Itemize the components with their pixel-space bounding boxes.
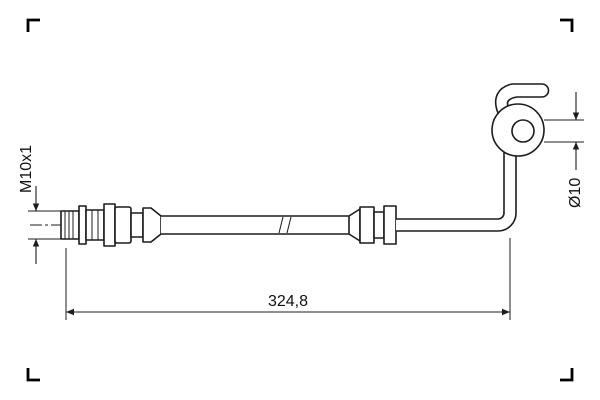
- arrow-right-icon: [502, 308, 510, 316]
- fitting-collar: [103, 203, 116, 247]
- arrow-up-icon: [572, 142, 580, 150]
- arrow-down-icon: [572, 112, 580, 120]
- corner-mark-top-left: [26, 18, 40, 32]
- bore-dimension: Ø10: [544, 92, 584, 208]
- banjo-fitting: [491, 83, 550, 157]
- arrow-down-icon: [32, 203, 40, 211]
- crimp-neck: [130, 212, 144, 238]
- bore-diameter-label: Ø10: [567, 178, 584, 208]
- tube-outer-edge: [396, 152, 517, 232]
- thread-dimension: M10x1: [18, 145, 61, 264]
- thread-size-label: M10x1: [18, 145, 35, 193]
- sleeve-neck: [373, 211, 385, 239]
- metal-tube: [396, 152, 517, 232]
- thread-section: [60, 210, 80, 240]
- corner-marks: [26, 18, 574, 382]
- tube-inner-edge: [396, 152, 505, 220]
- hose-marking: [286, 216, 292, 234]
- hose-body: [161, 215, 349, 235]
- arrow-left-icon: [66, 308, 74, 316]
- corner-mark-bottom-right: [560, 368, 574, 382]
- length-dimension: 324,8: [65, 238, 511, 320]
- hex-body: [85, 209, 105, 241]
- sleeve-collar: [383, 205, 397, 245]
- banjo-bore-circle: [511, 119, 535, 143]
- crimp-hump-1: [114, 206, 132, 244]
- corner-mark-bottom-left: [26, 368, 40, 382]
- right-sleeve: [348, 205, 397, 245]
- crimp-taper: [142, 207, 162, 243]
- hose-marking: [278, 216, 284, 234]
- fitting-flange: [78, 205, 87, 245]
- overall-length-label: 324,8: [268, 293, 308, 310]
- sleeve-taper: [348, 208, 361, 242]
- pigtail-nipple: [494, 83, 550, 114]
- left-fitting: [60, 203, 162, 247]
- hose-fill: [161, 216, 349, 234]
- sleeve-hump: [359, 206, 375, 244]
- arrow-up-icon: [32, 239, 40, 247]
- corner-mark-top-right: [560, 18, 574, 32]
